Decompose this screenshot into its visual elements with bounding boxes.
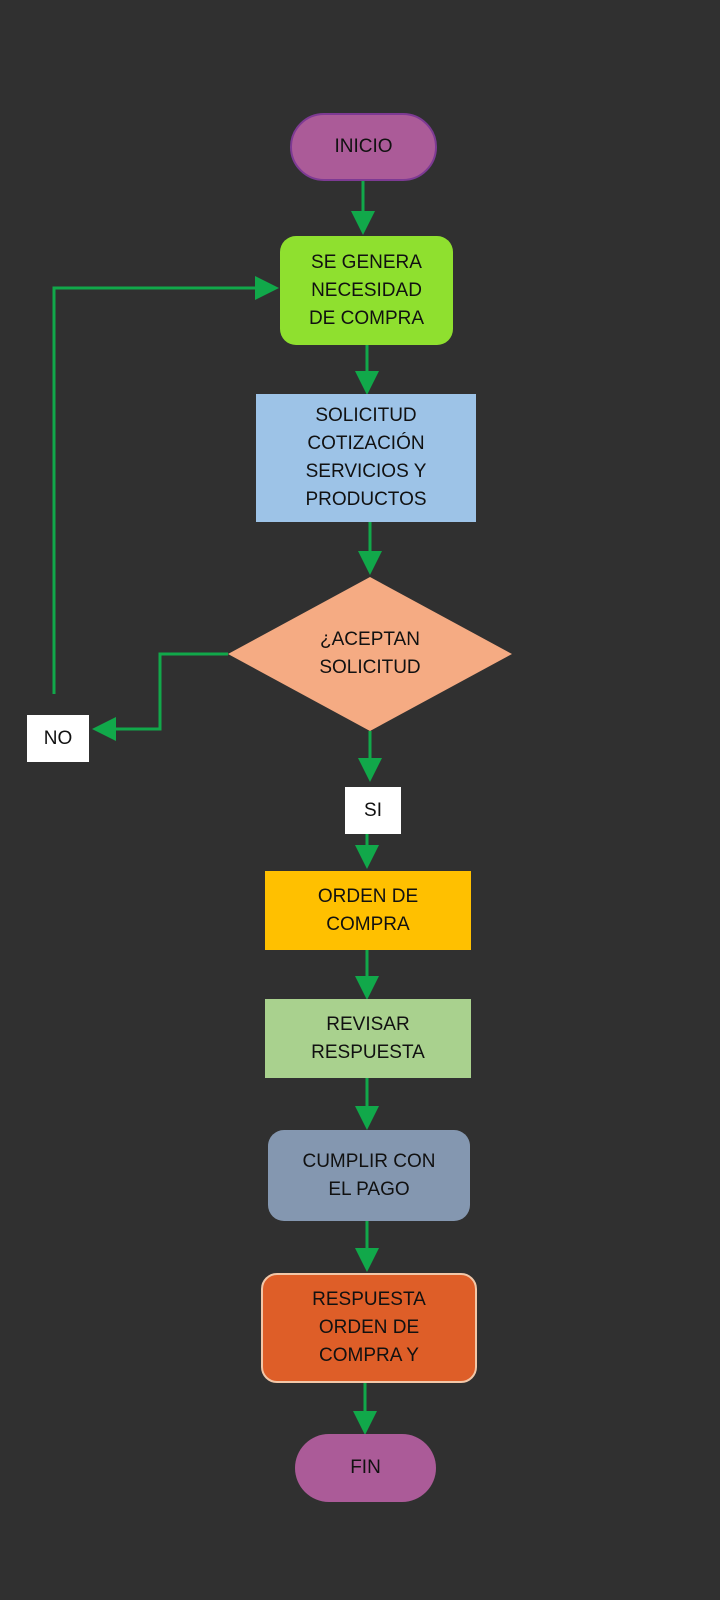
end-node: FIN xyxy=(295,1434,436,1502)
no-label: NO xyxy=(43,727,73,749)
decision-node-label: ¿ACEPTAN SOLICITUD xyxy=(319,629,421,678)
arrow-decision-to-no xyxy=(92,652,228,741)
quote-request-node: SOLICITUD COTIZACIÓN SERVICIOS Y PRODUCT… xyxy=(256,394,476,522)
purchase-order-label: ORDEN DE COMPRA xyxy=(317,885,419,935)
review-response-node: REVISAR RESPUESTA xyxy=(265,999,471,1078)
need-node-label: SE GENERA NECESIDAD DE COMPRA xyxy=(308,251,425,329)
review-response-label: REVISAR RESPUESTA xyxy=(311,1013,425,1063)
end-node-label: FIN xyxy=(350,1457,381,1478)
quote-request-label: SOLICITUD COTIZACIÓN SERVICIOS Y PRODUCT… xyxy=(305,405,427,510)
yes-label-box: SI xyxy=(345,787,401,834)
decision-diamond xyxy=(228,577,512,731)
start-node-label: INICIO xyxy=(334,136,393,157)
no-label-box: NO xyxy=(27,715,89,762)
payment-node-label: CUMPLIR CON EL PAGO xyxy=(302,1150,436,1200)
order-response-node: RESPUESTA ORDEN DE COMPRA Y xyxy=(261,1273,477,1383)
decision-node: ¿ACEPTAN SOLICITUD xyxy=(290,622,450,686)
arrow-no-to-need xyxy=(52,276,279,694)
start-node: INICIO xyxy=(290,113,437,181)
need-node: SE GENERA NECESIDAD DE COMPRA xyxy=(280,236,453,345)
order-response-label: RESPUESTA ORDEN DE COMPRA Y xyxy=(312,1289,426,1366)
purchase-order-node: ORDEN DE COMPRA xyxy=(265,871,471,950)
payment-node: CUMPLIR CON EL PAGO xyxy=(268,1130,470,1221)
yes-label: SI xyxy=(364,799,382,821)
